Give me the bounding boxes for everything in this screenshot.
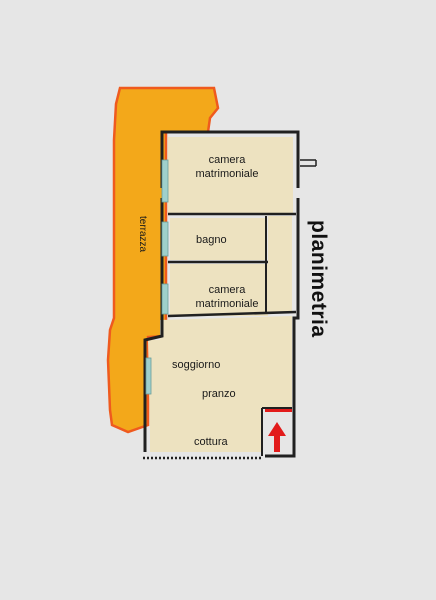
- up-arrow-icon: [268, 422, 286, 452]
- label-soggiorno: soggiorno: [172, 359, 221, 371]
- room-corridor: [268, 216, 292, 312]
- room-camera-1: [168, 137, 293, 214]
- entrance-door: [265, 409, 292, 412]
- room-soggiorno: [148, 316, 292, 452]
- label-cottura: cottura: [194, 436, 228, 448]
- label-bagno: bagno: [196, 234, 227, 246]
- walls: [143, 130, 300, 458]
- label-camera-1: camera matrimoniale: [195, 154, 259, 180]
- room-camera-2: [170, 264, 268, 316]
- room-bagno: [170, 218, 265, 260]
- balcony-rail: [300, 159, 317, 167]
- label-pranzo: pranzo: [202, 388, 236, 400]
- page-title: planimetria: [307, 220, 330, 338]
- label-terrazza: terrazza: [137, 216, 148, 253]
- windows: [145, 159, 169, 395]
- label-camera-2: camera matrimoniale: [195, 284, 259, 310]
